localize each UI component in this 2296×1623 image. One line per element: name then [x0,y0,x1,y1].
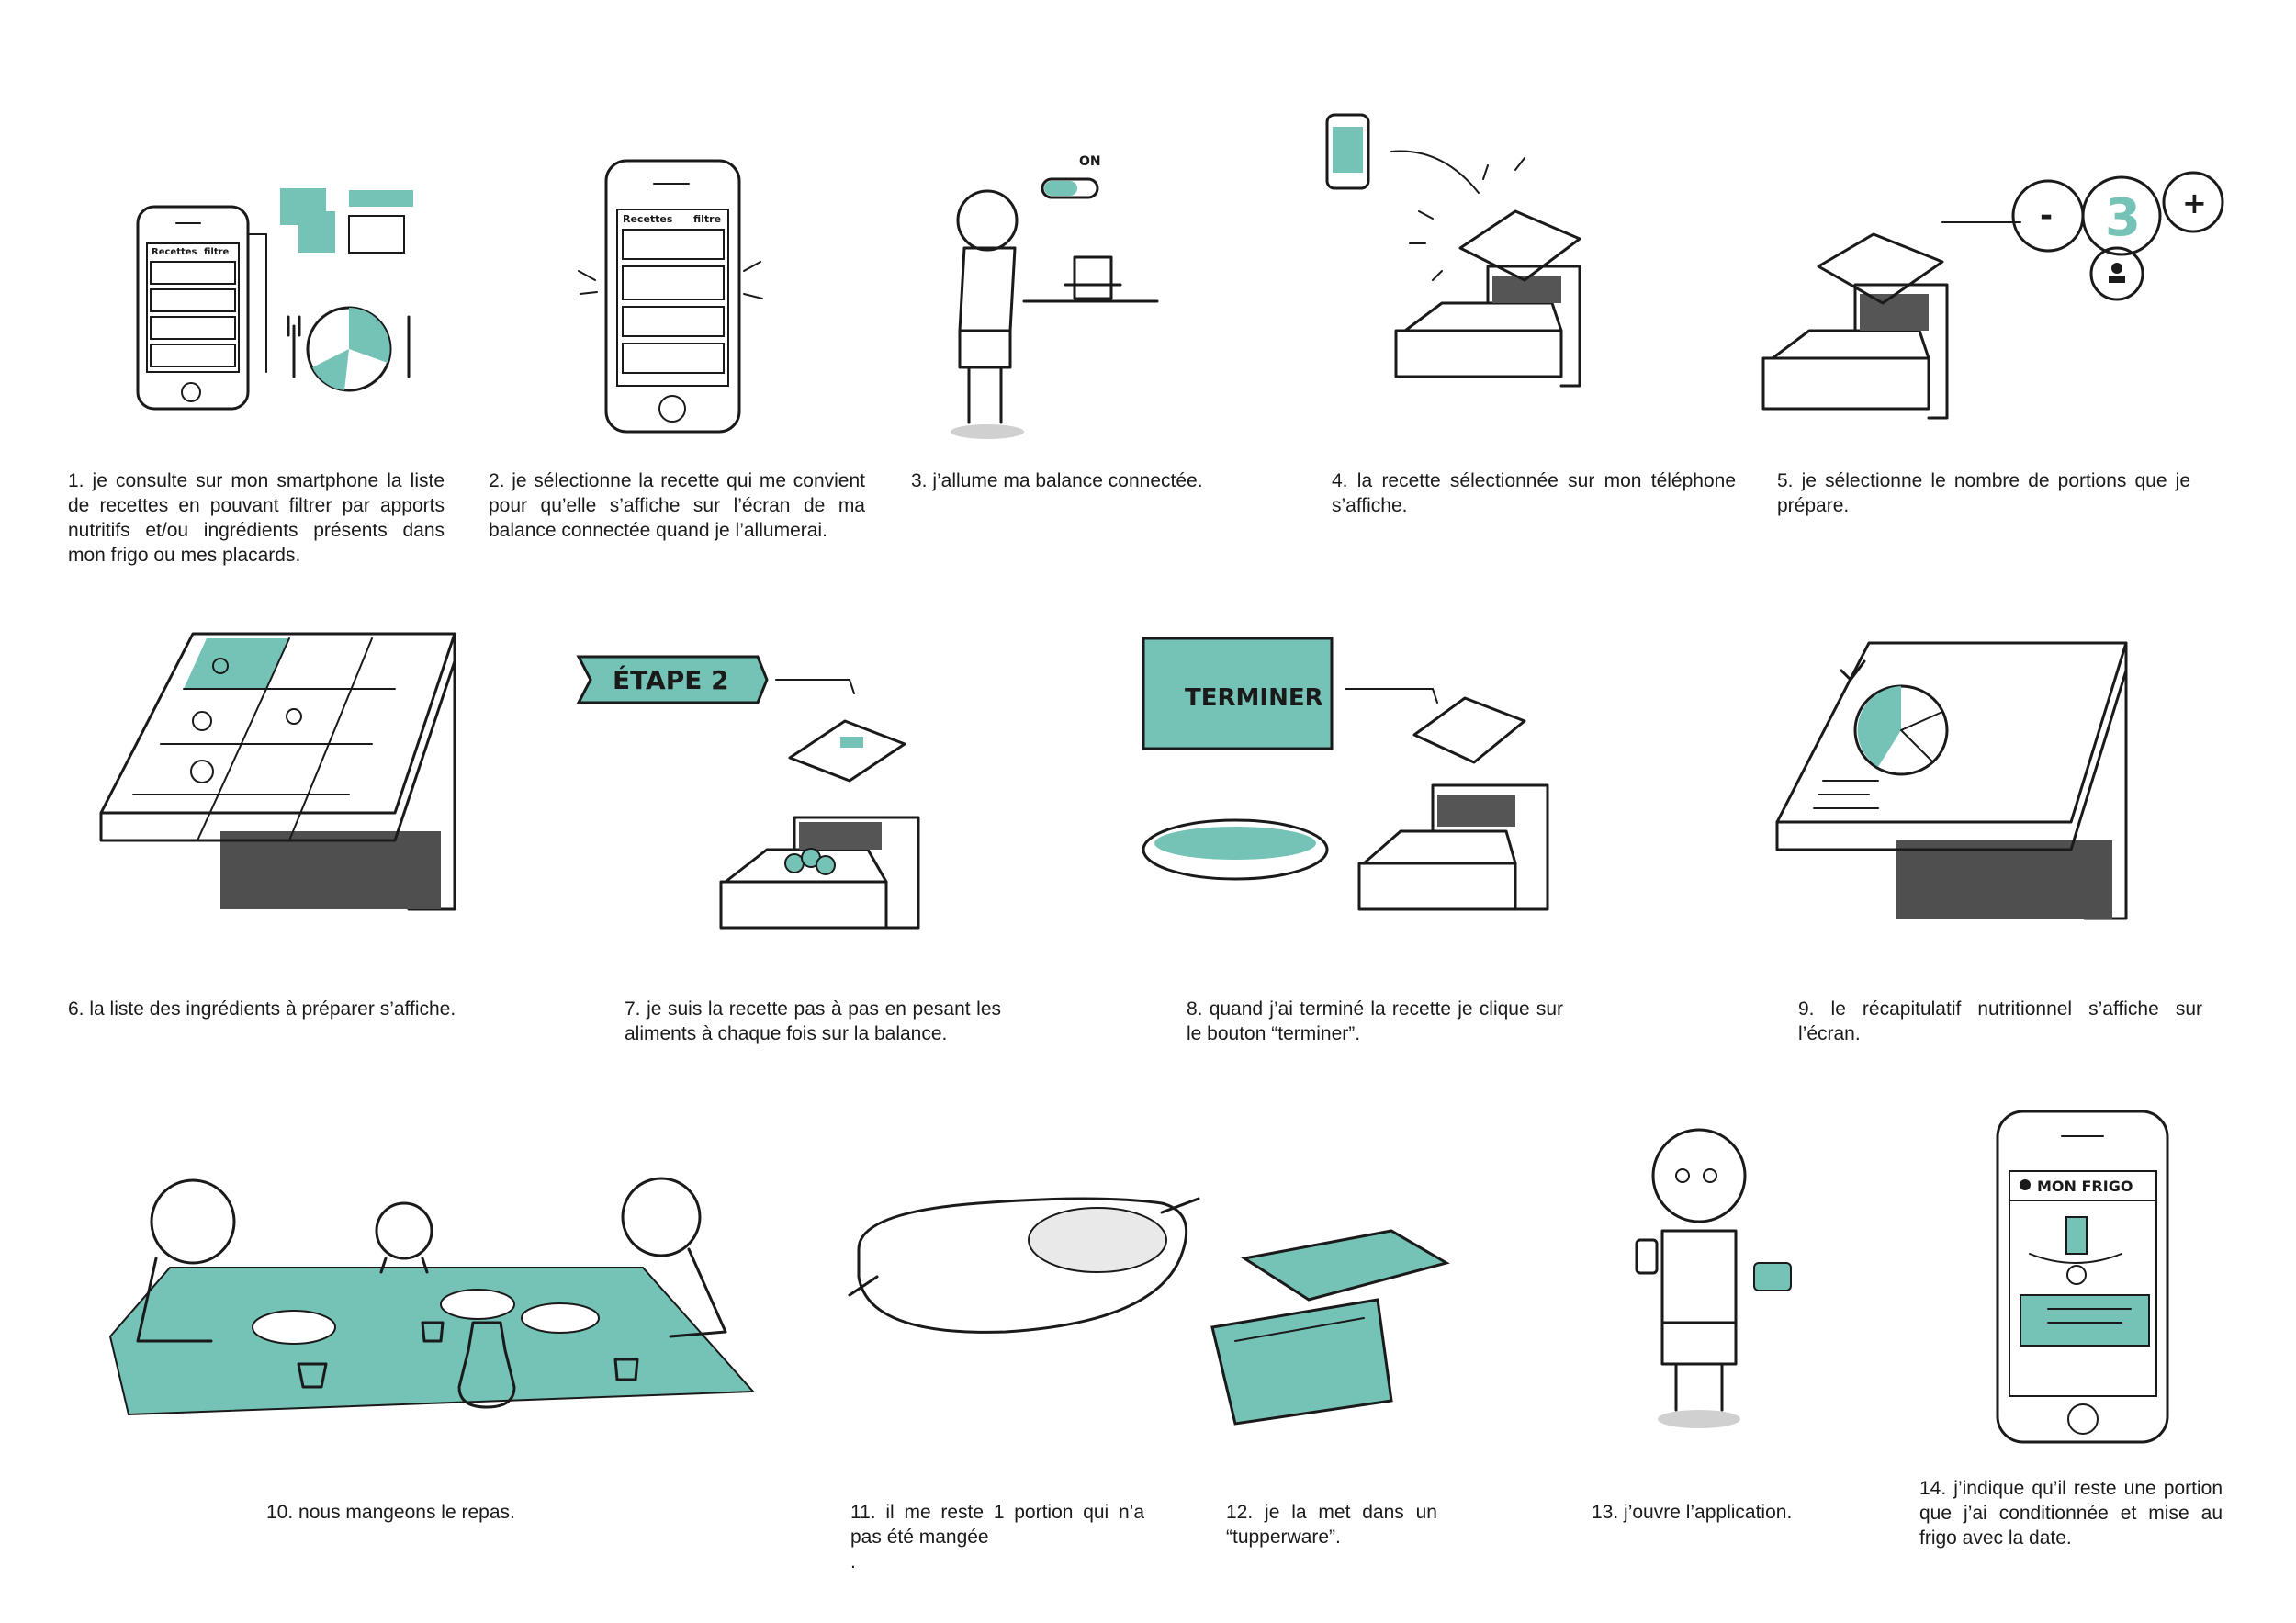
carafe-icon [457,1321,516,1409]
step-2-caption: 2. je sélectionne la recette qui me conv… [489,470,865,541]
panel-1-illustration: Recettes filtre [136,188,413,411]
step-5-caption: 5. je sélectionne le nombre de portions … [1777,470,2190,516]
connected-scale-icon [1394,209,1581,388]
fridge-header-label: MON FRIGO [2037,1178,2133,1195]
ingredient-grid[interactable] [132,637,396,841]
filter-tab-label: filtre [693,213,721,225]
tupperware-icon [1753,1262,1792,1291]
step-10-caption: 10. nous mangeons le repas. [266,1502,515,1523]
terminer-button[interactable]: TERMINER [1142,637,1334,750]
panel-6-illustration [99,632,456,911]
portion-count: 3 [2105,188,2141,248]
fridge-content[interactable] [2020,1216,2150,1347]
person-icon [375,1201,433,1274]
panel-7-illustration: ÉTAPE 2 [576,655,920,930]
tupperware-icon [1210,1229,1450,1426]
step-14-caption: 14. j’indique qu’il reste une portion qu… [1919,1478,2223,1549]
person-icon [1651,1128,1747,1412]
step-3-caption: 3. j’allume ma balance connectée. [911,470,1203,491]
panel-8-illustration: TERMINER [1142,637,1549,911]
step-9-caption: 9. le récapitulatif nutritionnel s’affic… [1798,998,2202,1044]
fridge-header: MON FRIGO [2009,1178,2157,1201]
glass-icon [297,1321,639,1389]
panel-14-illustration: MON FRIGO [1996,1110,2169,1444]
panel-4-illustration [1325,113,1581,388]
portion-card[interactable] [2020,1294,2150,1347]
smartphone-icon: Recettes filtre [136,205,250,411]
panel-12-illustration [1210,1229,1450,1426]
step-banner: ÉTAPE 2 [576,655,769,704]
connected-scale-icon [1775,641,2128,920]
person-icon [136,1178,236,1343]
plus-button[interactable] [2162,171,2224,233]
terminer-button-label: TERMINER [1185,684,1323,712]
person-icon [621,1177,727,1338]
person-icon [2111,263,2122,274]
panel-5-illustration: - 3 + [1761,171,2224,420]
svg-text:-: - [2040,197,2053,234]
recipes-tab-label: Recettes [152,247,197,257]
smartphone-icon: Recettes filtre [604,159,741,434]
connected-scale-icon [1064,255,1122,300]
portion-selector[interactable]: - 3 + [2011,171,2224,301]
panel-3-illustration: ON [951,154,1159,439]
panel-10-illustration [108,1177,756,1416]
connected-scale-icon [719,719,920,930]
on-switch-label: ON [1079,154,1101,169]
smartphone-icon [1996,1110,2169,1444]
person-icon [956,189,1019,424]
connected-scale-icon [1761,232,1949,420]
panel-11-illustration [848,1197,1200,1334]
smartphone-icon [1325,113,1370,190]
pie-chart-icon [306,306,392,392]
step-6-caption: 6. la liste des ingrédients à préparer s… [68,998,456,1020]
recipes-tab-label: Recettes [623,213,673,225]
step-8-caption: 8. quand j’ai terminé la recette je cliq… [1187,998,1563,1044]
plate-icon [252,1289,600,1345]
panel-2-illustration: Recettes filtre [578,159,763,434]
connected-scale-icon [99,632,456,911]
step-7-caption: 7. je suis la recette pas à pas en pesan… [625,998,1001,1044]
svg-text:+: + [2182,186,2207,220]
fork-icon [287,315,301,378]
dish-icon [1142,818,1329,881]
step-11-caption: 11. il me reste 1 portion qui n’a pas ét… [850,1502,1144,1572]
step-1-caption: 1. je consulte sur mon smartphone la lis… [68,470,445,566]
panel-13-illustration [1635,1128,1792,1428]
smartphone-icon [1635,1238,1659,1275]
step-banner-label: ÉTAPE 2 [613,664,729,695]
person-icon [2020,1179,2031,1190]
step-12-caption: 12. je la met dans un “tupperware”. [1226,1502,1437,1548]
dish-icon [848,1197,1200,1334]
step-13-caption: 13. j’ouvre l’application. [1592,1502,1793,1523]
panel-9-illustration [1775,641,2128,920]
connected-scale-icon [1357,696,1549,911]
pie-chart-icon [1853,684,1949,776]
filter-tab-label: filtre [204,247,230,257]
step-4-caption: 4. la recette sélectionnée sur mon télép… [1332,470,1736,516]
vegetable-icon [784,848,836,875]
fridge-icon [280,188,413,254]
